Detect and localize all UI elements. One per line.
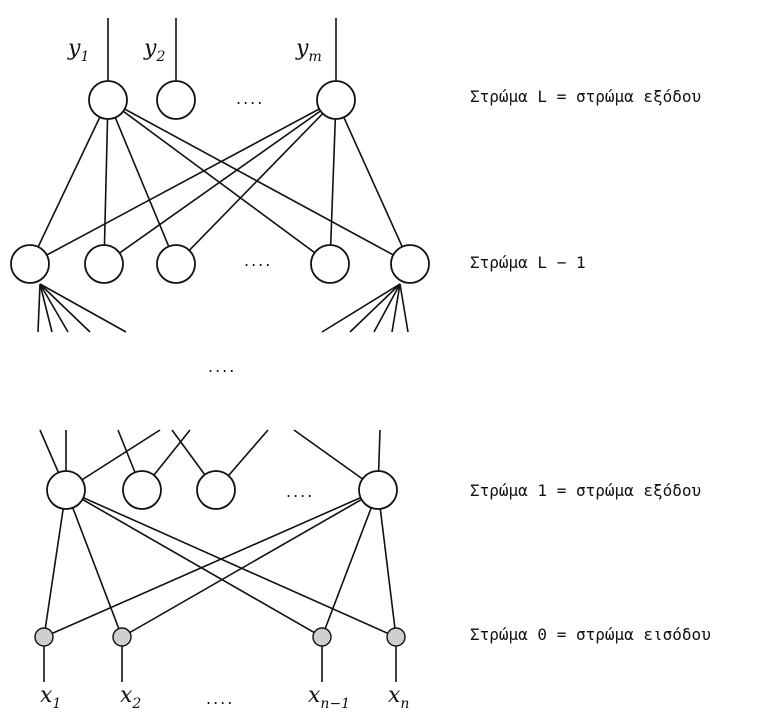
output-node-1 (88, 80, 128, 120)
ellipsis-middle-layers: .... (208, 357, 236, 376)
layer-l-1-node-2 (84, 244, 124, 284)
output-label-y1: y1 (67, 36, 89, 65)
edge-1-to-0 (65, 489, 123, 638)
edge-L-to-L-1 (335, 99, 411, 265)
output-label-y2: y2 (143, 36, 165, 65)
edge-1-to-0 (377, 489, 397, 638)
edge-stub-down-right (399, 283, 409, 333)
network-nodes (10, 80, 430, 647)
edge-stub-down-left (39, 283, 53, 333)
layer-1-node-3 (196, 470, 236, 510)
input-node-1 (34, 627, 54, 647)
input-node-3 (312, 627, 332, 647)
layer-1-node-4 (358, 470, 398, 510)
io-stubs (43, 18, 397, 682)
input-label-xn-1: xn−1 (308, 683, 350, 712)
output-node-2 (156, 80, 196, 120)
edge-L-to-L-1 (107, 99, 177, 265)
ellipsis-layer-1: .... (286, 482, 314, 501)
edge-1-to-0 (43, 489, 67, 638)
edge-1-to-0 (43, 489, 379, 638)
layer-l-1-node-3 (156, 244, 196, 284)
connection-edges (29, 99, 411, 638)
input-node-2 (112, 627, 132, 647)
edge-stub-down-left (39, 283, 127, 333)
input-label-x1: x1 (40, 683, 61, 712)
ellipsis-layer-l-1: .... (244, 251, 272, 270)
edge-stub-down-right (373, 283, 401, 333)
edge-L-to-L-1 (175, 99, 337, 265)
input-label-xn: xn (388, 683, 409, 712)
edge-stub-down-right (391, 283, 401, 333)
layer-l-1-node-5 (390, 244, 430, 284)
edge-stub-down-left (39, 283, 69, 333)
input-node-4 (386, 627, 406, 647)
layer-l-1-node-1 (10, 244, 50, 284)
layer-label-l-minus-1: Στρώμα L − 1 (470, 253, 586, 272)
edge-stub-down-right (349, 283, 401, 333)
ellipsis-output-layer: .... (236, 89, 264, 108)
layer-label-input: Στρώμα 0 = στρώμα εισόδου (470, 625, 711, 644)
edge-1-to-0 (65, 489, 397, 638)
input-label-x2: x2 (120, 683, 141, 712)
edge-stub-down-left (39, 283, 91, 333)
layer-label-output: Στρώμα L = στρώμα εξόδου (470, 87, 701, 106)
layer-l-1-node-4 (310, 244, 350, 284)
layer-label-1: Στρώμα 1 = στρώμα εξόδου (470, 481, 701, 500)
edge-L-to-L-1 (103, 99, 109, 265)
edge-L-to-L-1 (107, 99, 411, 265)
output-node-3 (316, 80, 356, 120)
edge-1-to-0 (121, 489, 379, 638)
edge-L-to-L-1 (29, 99, 337, 265)
layer-1-node-2 (122, 470, 162, 510)
ellipsis-input-layer: .... (206, 689, 234, 708)
edge-1-to-0 (321, 489, 379, 638)
edge-1-to-0 (65, 489, 323, 638)
edge-L-to-L-1 (103, 99, 337, 265)
edge-L-to-L-1 (329, 99, 337, 265)
output-label-ym: ym (295, 36, 322, 65)
layer-1-node-1 (46, 470, 86, 510)
edge-L-to-L-1 (29, 99, 109, 265)
edge-stub-down-right (321, 283, 401, 333)
edge-stub-down-left (37, 283, 41, 333)
